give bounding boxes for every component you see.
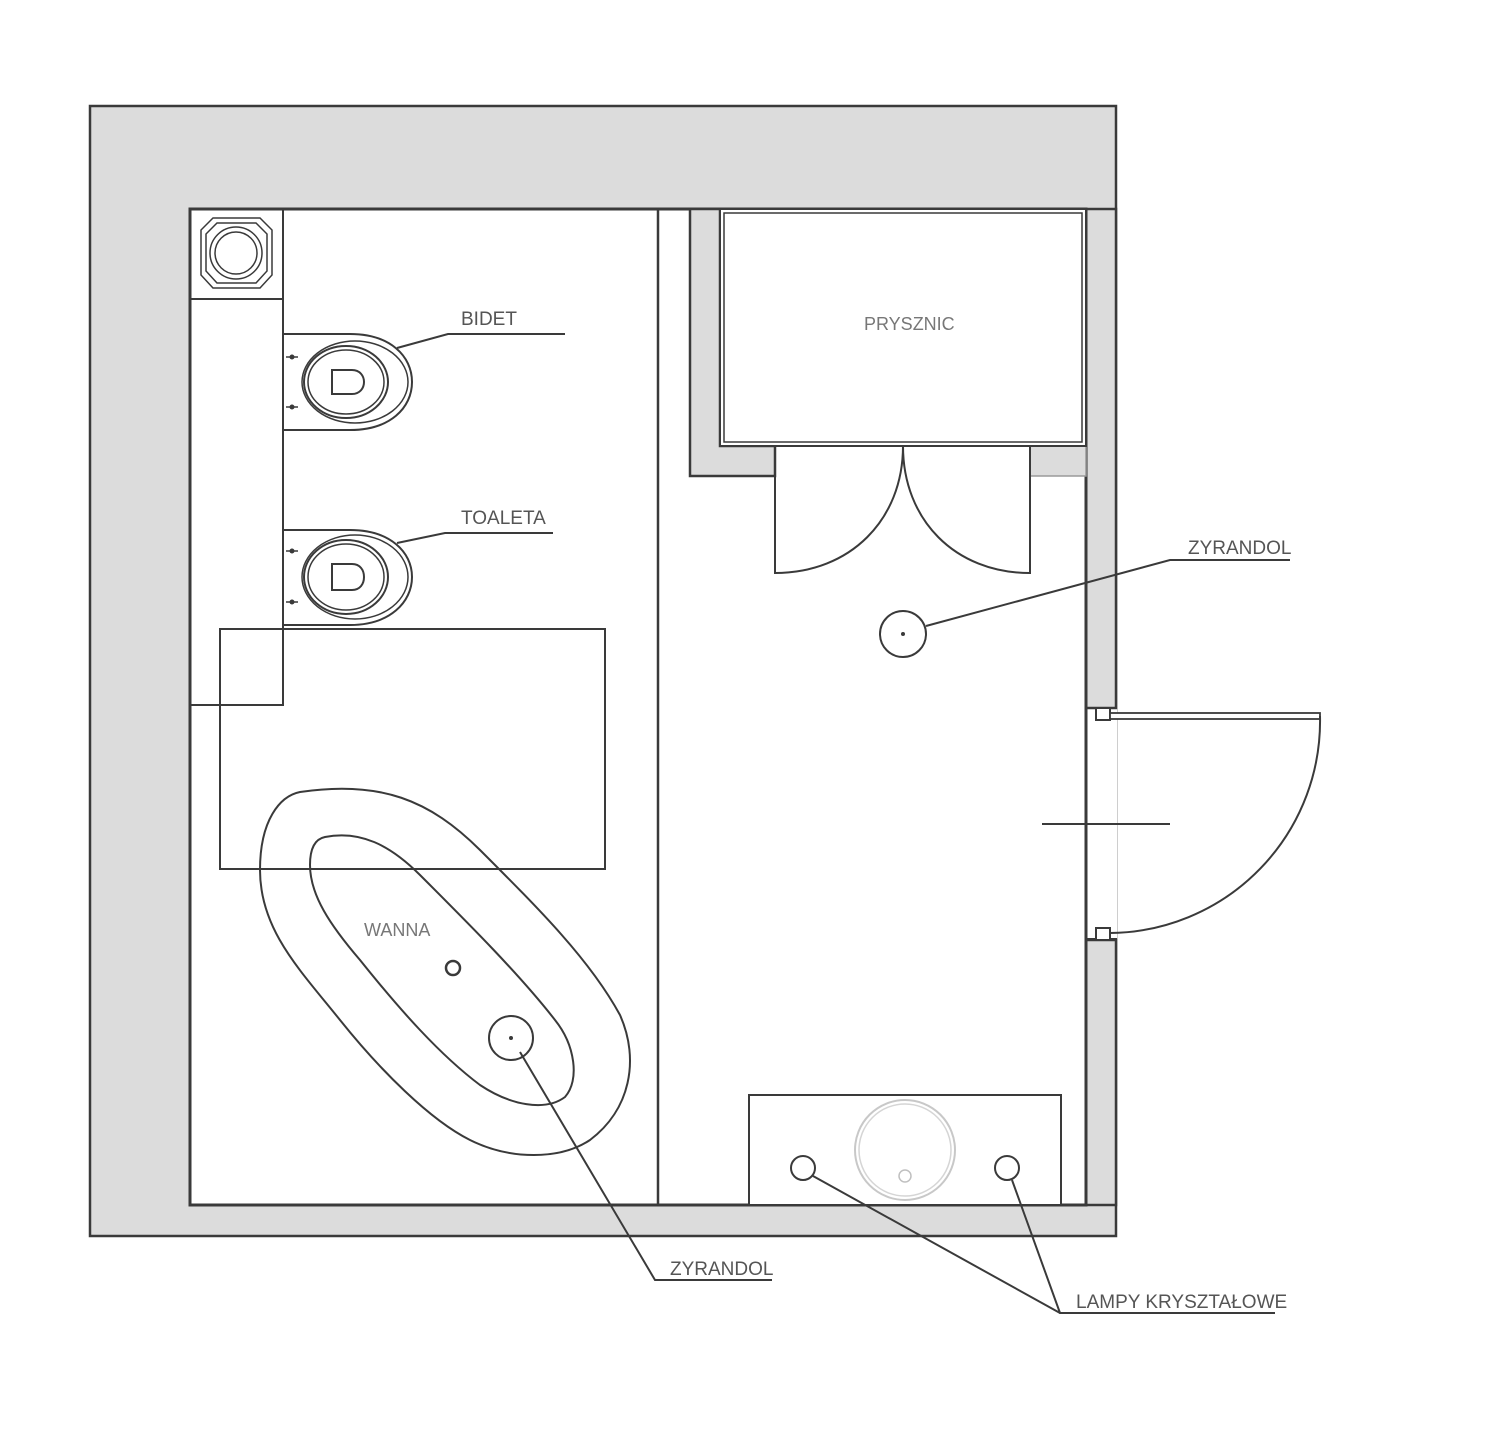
chandelier-bathtub-label: ZYRANDOL (670, 1259, 773, 1280)
door-jamb-upper (1095, 707, 1111, 721)
chandelier-main-leader (925, 559, 1290, 627)
bidet-leader (396, 333, 565, 349)
wall-stub-lower (1084, 938, 1118, 1207)
vanity (748, 1094, 1062, 1206)
shower-label: PRYSZNIC (864, 314, 955, 334)
door-leaf (1109, 712, 1321, 720)
bidet-label: BIDET (461, 309, 517, 330)
bidet (284, 333, 414, 431)
chandelier-bathtub-leader (519, 1051, 772, 1281)
crystal-lamps-label: LAMPY KRYSZTAŁOWE (1076, 1292, 1287, 1313)
bathtub-label: WANNA (364, 920, 430, 940)
riser-pipe (200, 217, 273, 289)
chandelier-main-label: ZYRANDOL (1188, 538, 1291, 559)
wall-stub-upper (1084, 207, 1118, 710)
door-swing-arc (1109, 715, 1322, 934)
toilet (284, 529, 414, 626)
crystal-lamp-right-icon (994, 1155, 1020, 1181)
washbasin-drain (898, 1169, 912, 1183)
bathtub-drain (444, 959, 462, 977)
crystal-lamps-leader (812, 1175, 1275, 1314)
washbasin (854, 1099, 956, 1201)
bath-mat (219, 628, 606, 870)
shower (688, 207, 1087, 575)
installation-strip (189, 208, 284, 706)
toilet-leader (396, 532, 553, 544)
door-jamb-lower (1095, 927, 1111, 941)
toilet-label: TOALETA (461, 508, 546, 529)
crystal-lamp-left-icon (790, 1155, 816, 1181)
room-outline (188, 207, 1088, 1207)
bathtub (258, 787, 631, 1156)
